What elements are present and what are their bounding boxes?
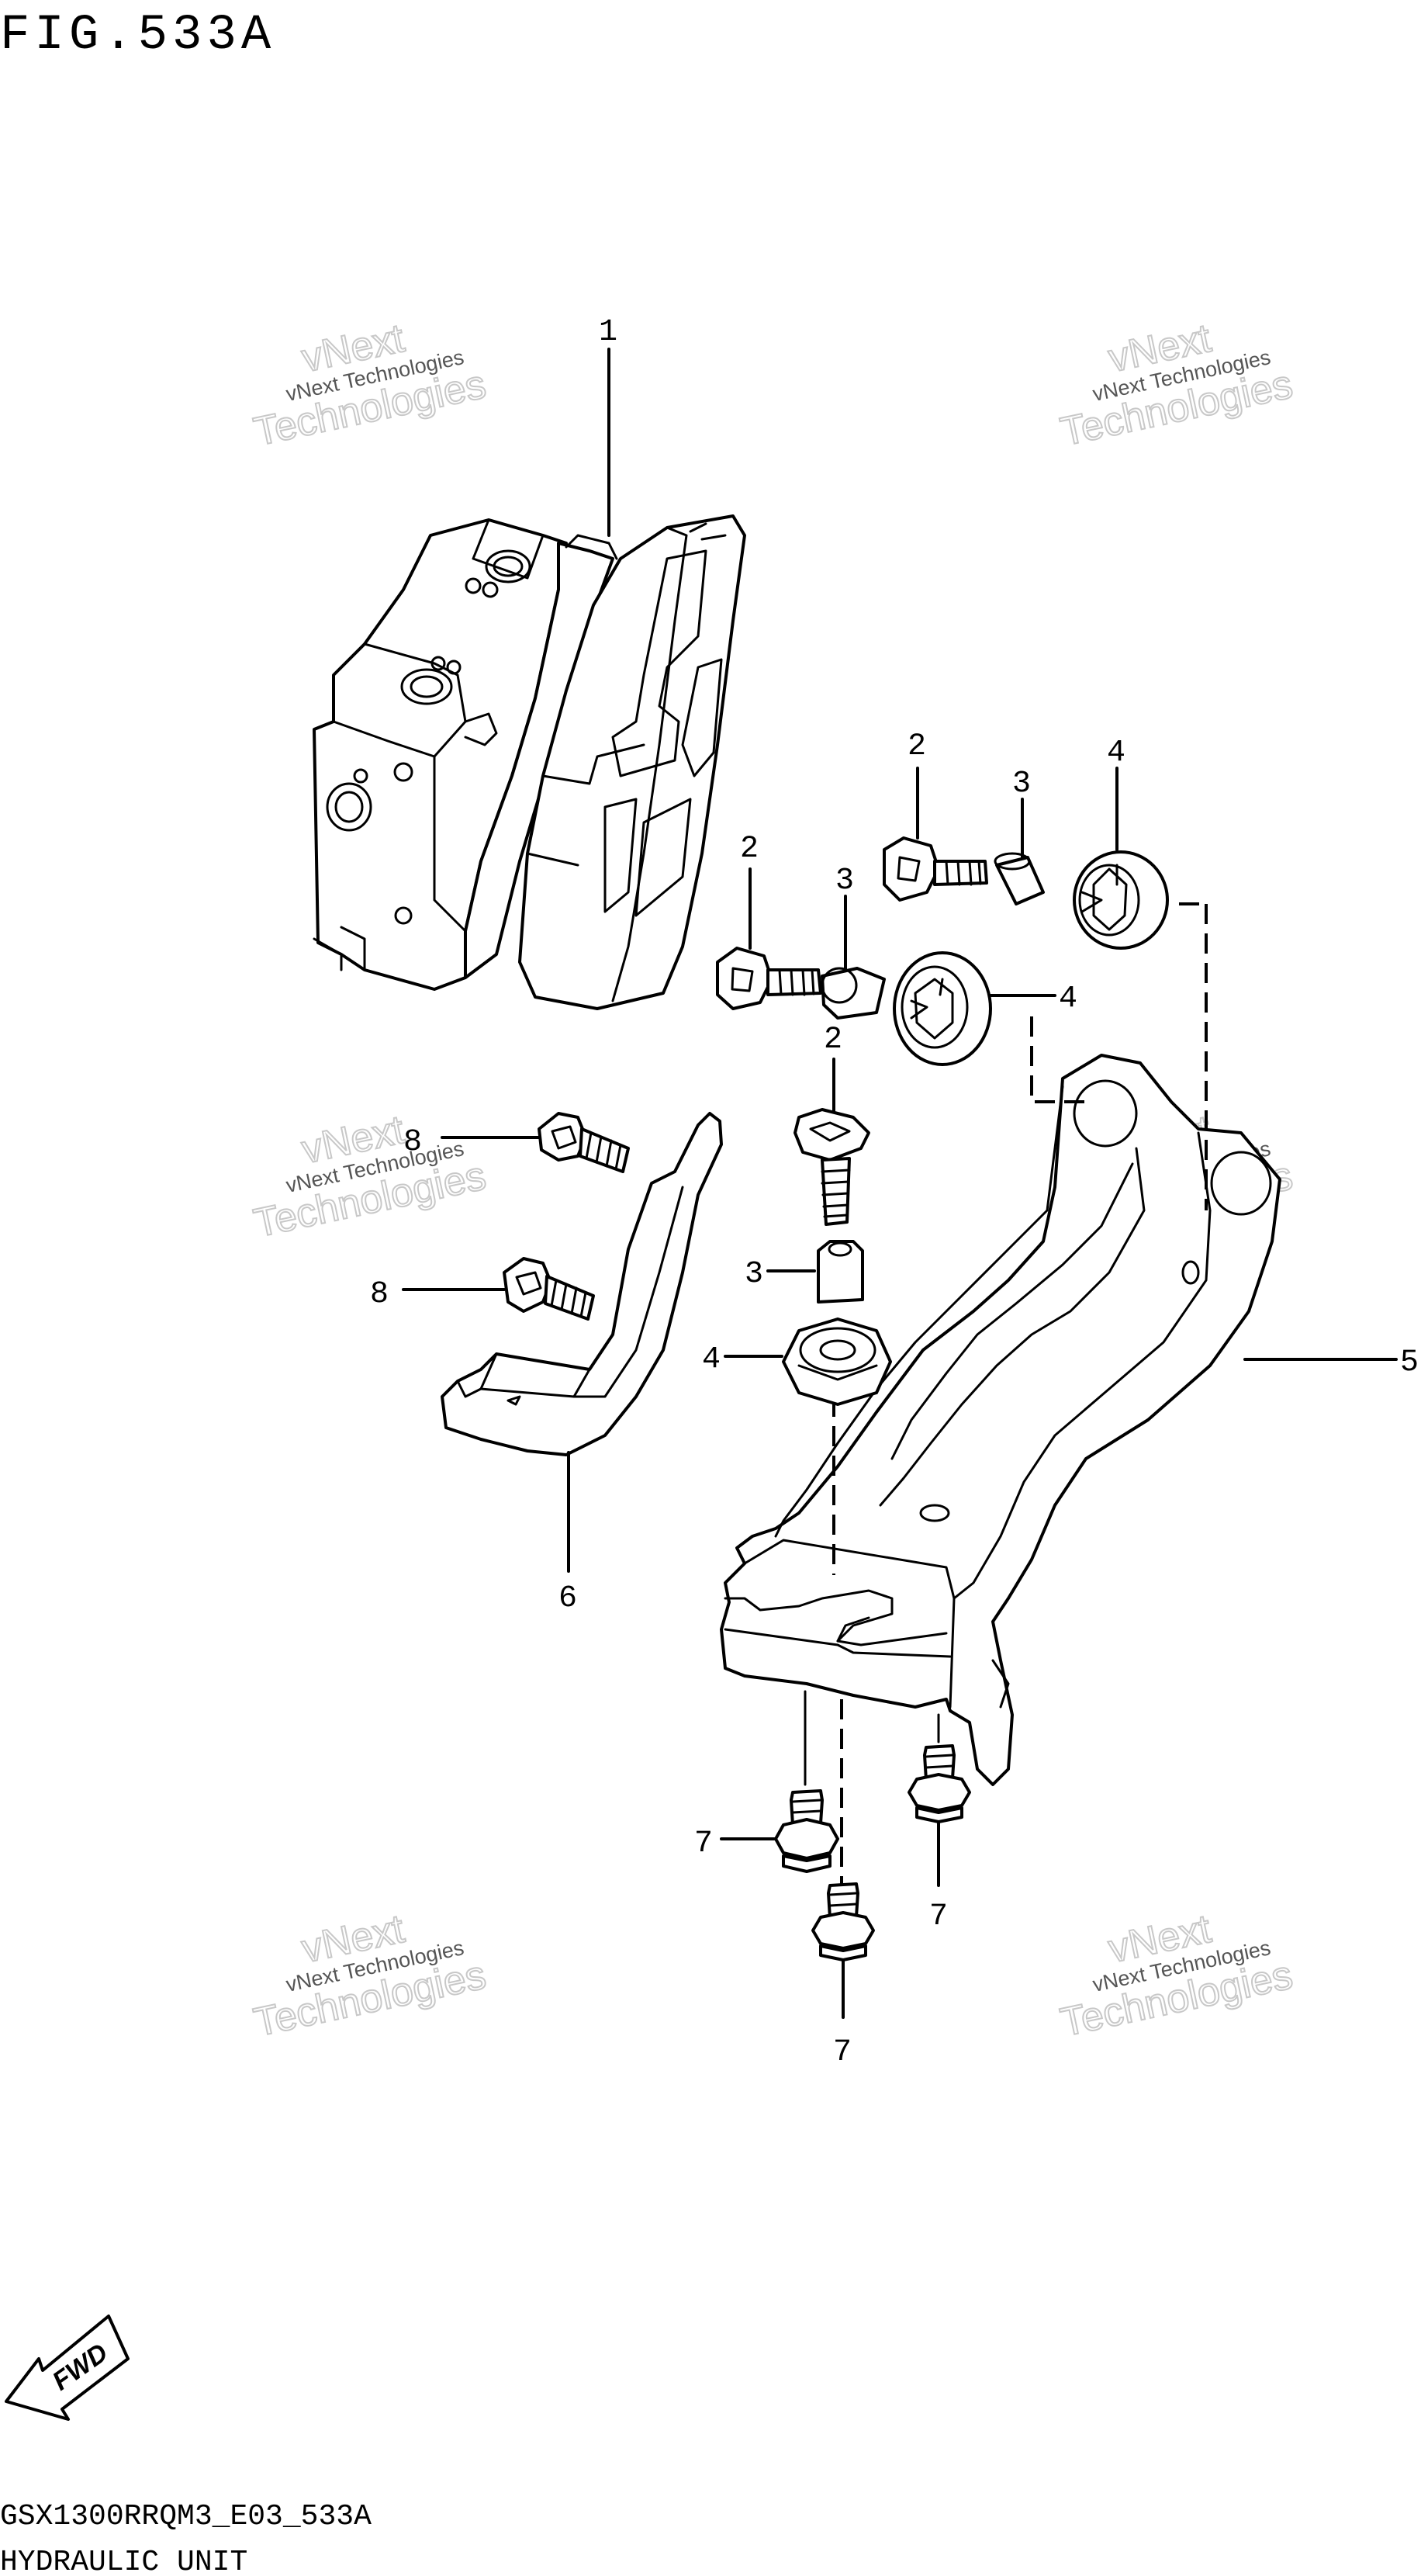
grommet-part-4-lower bbox=[782, 1317, 892, 1406]
watermark-mid-left: vNext Technologies vNext Technologies bbox=[249, 1106, 490, 1247]
collar-part-3-lower bbox=[817, 1240, 864, 1304]
callout-3-middle: 3 bbox=[835, 864, 854, 898]
callout-7-left: 7 bbox=[694, 1826, 713, 1861]
callout-2-middle: 2 bbox=[740, 832, 759, 867]
collar-part-3-upper bbox=[994, 852, 1045, 905]
watermark-bottom-left: vNext Technologies vNext Technologies bbox=[249, 1906, 490, 2046]
watermark-top-right: vNext Technologies vNext Technologies bbox=[1056, 315, 1297, 455]
fwd-arrow-icon: FWD bbox=[5, 2315, 130, 2421]
callout-8-upper: 8 bbox=[403, 1125, 422, 1160]
callout-1: 1 bbox=[599, 315, 617, 350]
bracket-part-5 bbox=[720, 1054, 1281, 1786]
bolt-part-8-lower bbox=[503, 1257, 595, 1321]
centerline-grommet-middle bbox=[1030, 1016, 1094, 1103]
callout-3-upper: 3 bbox=[1012, 767, 1031, 802]
bolt-part-2-upper bbox=[883, 836, 988, 902]
bolt-part-7-left bbox=[774, 1789, 839, 1873]
bracket-part-6 bbox=[441, 1112, 723, 1456]
grommet-part-4-upper bbox=[1073, 850, 1169, 950]
callout-4-middle: 4 bbox=[1059, 982, 1077, 1016]
callout-2-upper: 2 bbox=[908, 729, 926, 764]
bolt-part-2-middle bbox=[716, 947, 822, 1010]
collar-part-3-middle bbox=[821, 967, 886, 1020]
grommet-part-4-middle bbox=[893, 951, 992, 1066]
footer-name: HYDRAULIC UNIT bbox=[0, 2546, 247, 2576]
callout-2-lower: 2 bbox=[824, 1023, 842, 1058]
watermark-top-left: vNext Technologies vNext Technologies bbox=[249, 315, 490, 455]
bolt-part-2-lower bbox=[793, 1108, 870, 1226]
callout-8-lower: 8 bbox=[370, 1277, 389, 1312]
bolt-part-7-right bbox=[908, 1744, 971, 1823]
figure-title: FIG.533A bbox=[0, 8, 275, 64]
callout-4-lower: 4 bbox=[702, 1342, 721, 1377]
callout-6: 6 bbox=[558, 1581, 577, 1616]
hydraulic-unit-part-1 bbox=[313, 514, 746, 1010]
bolt-part-7-center bbox=[811, 1882, 875, 1961]
callout-3-lower: 3 bbox=[745, 1257, 763, 1292]
callout-5: 5 bbox=[1400, 1345, 1419, 1380]
callout-7-right: 7 bbox=[929, 1899, 948, 1934]
watermark-bottom-right: vNext Technologies vNext Technologies bbox=[1056, 1906, 1297, 2046]
footer-code: GSX1300RRQM3_E03_533A bbox=[0, 2500, 372, 2533]
callout-7-center: 7 bbox=[833, 2035, 852, 2070]
bolt-part-8-upper bbox=[538, 1112, 630, 1173]
callout-4-upper: 4 bbox=[1107, 736, 1125, 770]
